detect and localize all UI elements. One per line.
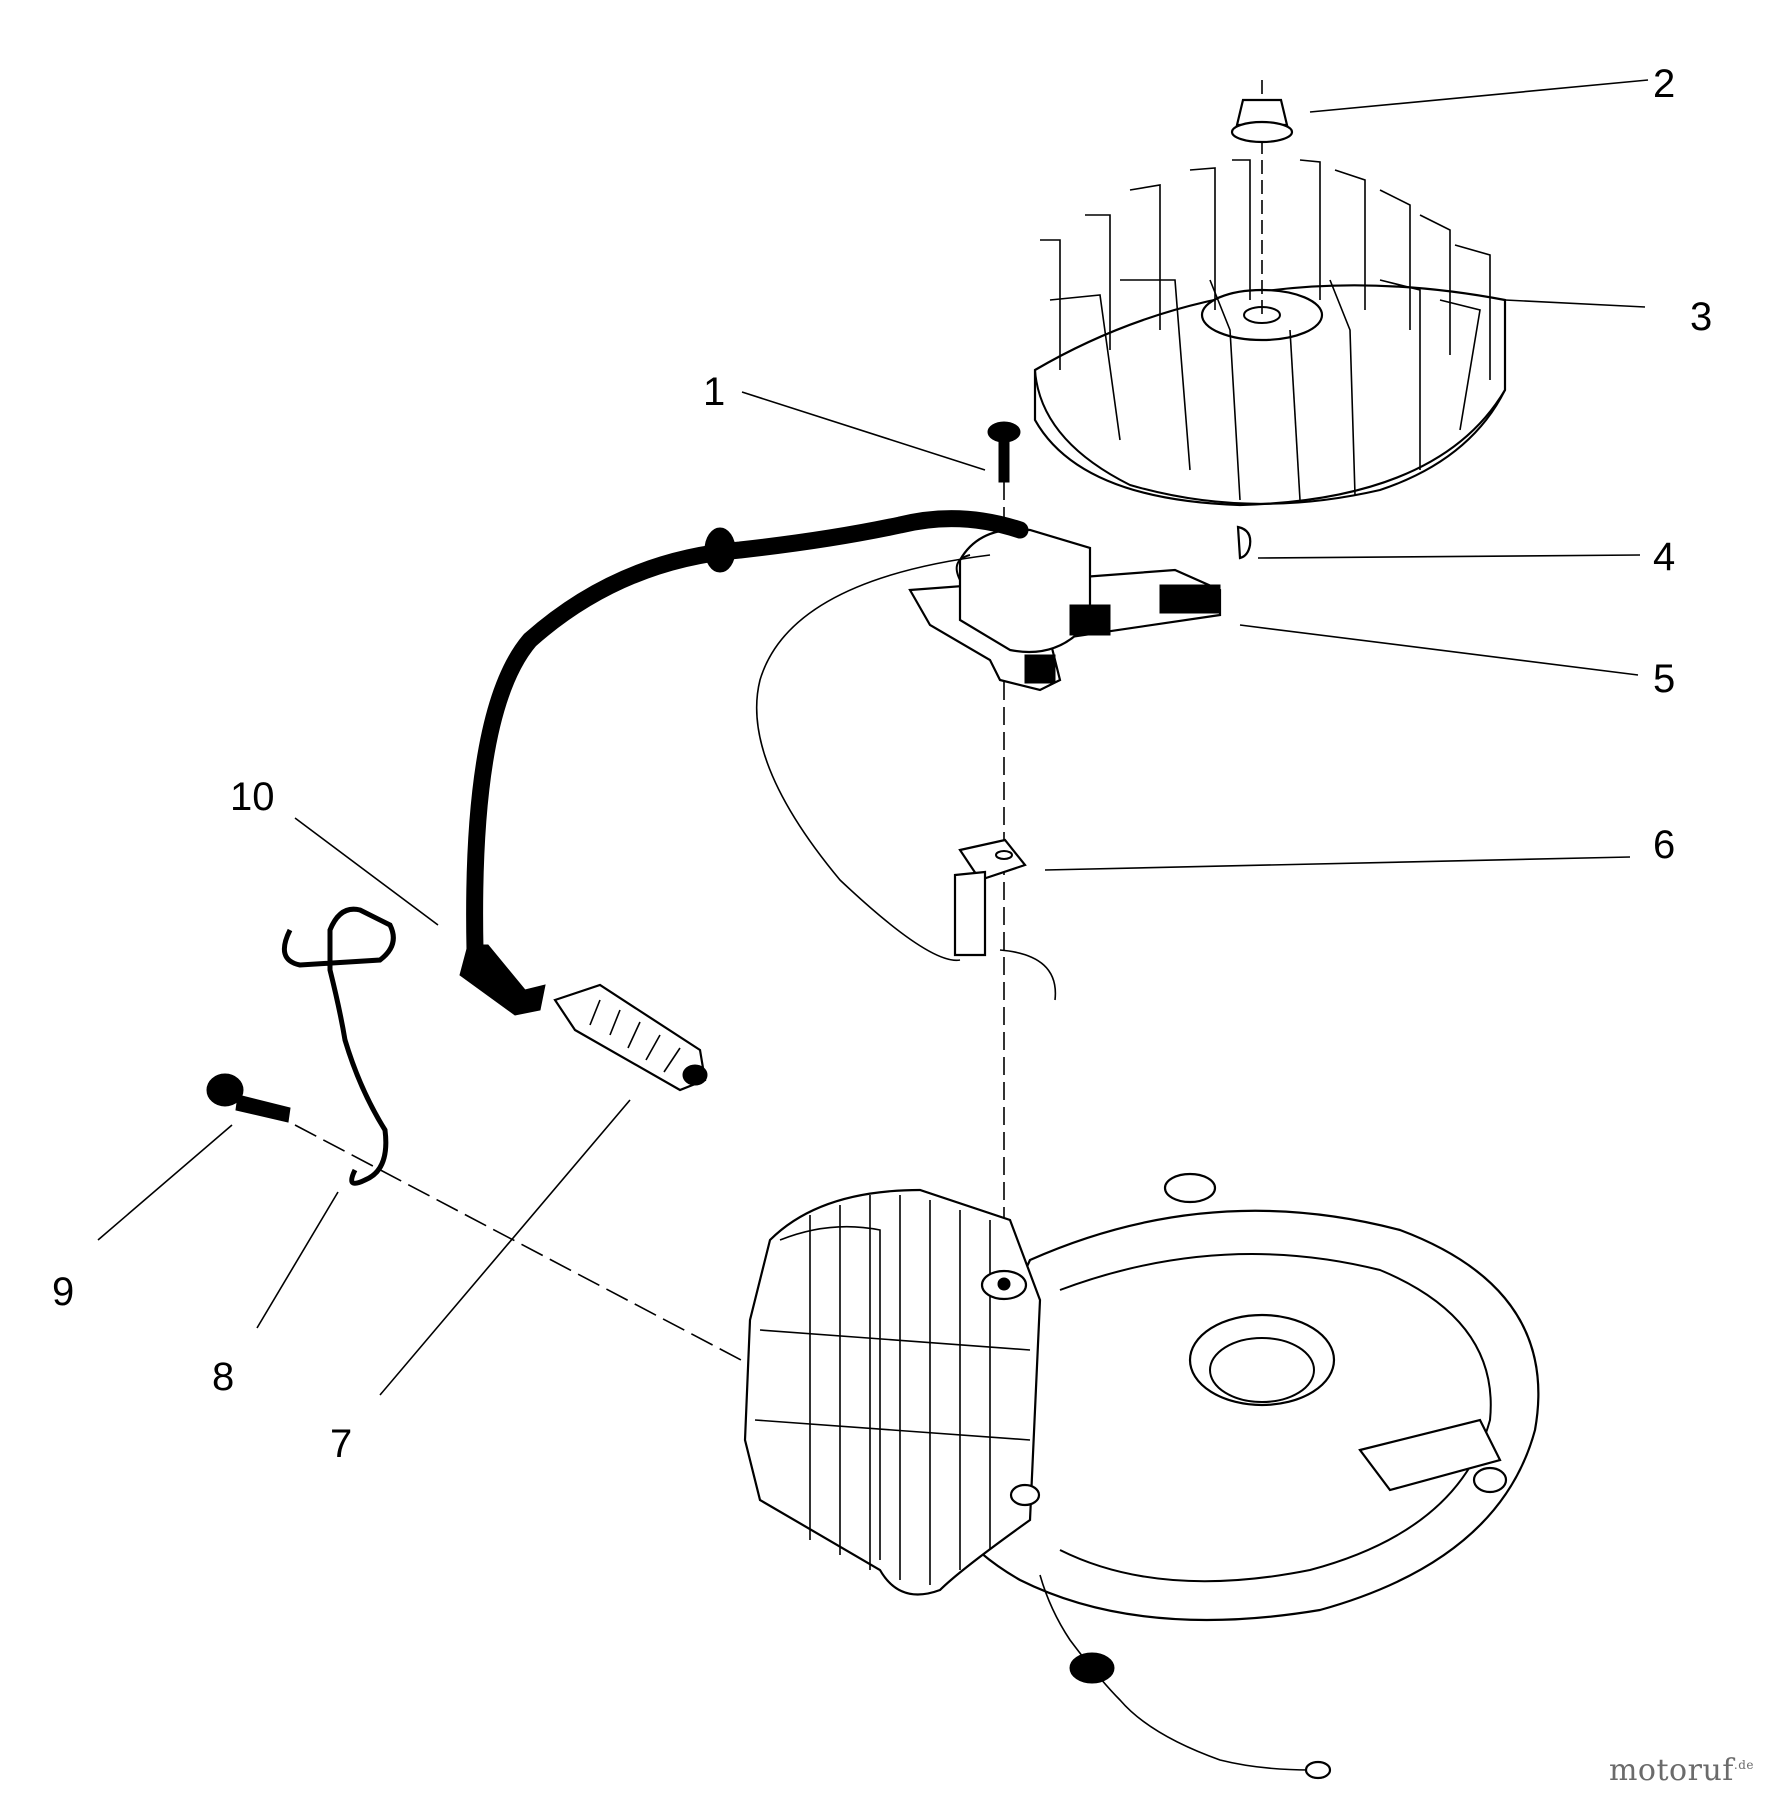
ignition-module xyxy=(908,528,1222,692)
leader-4 xyxy=(1257,554,1641,559)
part-number-6: 6 xyxy=(1653,823,1675,867)
leader-9 xyxy=(97,1124,233,1241)
part-number-8: 8 xyxy=(212,1355,234,1399)
ground-clip xyxy=(953,838,1057,1001)
leader-8 xyxy=(256,1191,339,1329)
part-number-1: 1 xyxy=(703,370,725,414)
part-number-9: 9 xyxy=(52,1270,74,1314)
leader-1 xyxy=(741,391,986,471)
part-number-4: 4 xyxy=(1653,535,1675,579)
flywheel xyxy=(1033,159,1507,507)
spark-plug xyxy=(553,983,708,1092)
leader-6 xyxy=(1044,856,1631,871)
leader-lines xyxy=(97,79,1649,1396)
brand-name: motoruf xyxy=(1608,1753,1734,1788)
part-number-3: 3 xyxy=(1690,295,1712,339)
flywheel-nut xyxy=(1230,80,1294,315)
throttle-link-wire xyxy=(281,906,396,1186)
leader-7 xyxy=(379,1099,631,1396)
part-number-7: 7 xyxy=(330,1422,352,1466)
part-number-5: 5 xyxy=(1653,657,1675,701)
brand-watermark: motoruf.de xyxy=(1609,1753,1754,1788)
leader-2 xyxy=(1309,79,1649,113)
engine-block xyxy=(743,1172,1540,1622)
leader-10 xyxy=(294,817,439,926)
brand-tld: .de xyxy=(1733,1758,1754,1772)
flywheel-key xyxy=(1236,525,1252,560)
stop-switch-wire xyxy=(1039,1574,1332,1780)
part-number-10: 10 xyxy=(230,775,275,819)
leader-3 xyxy=(1504,299,1646,308)
leader-5 xyxy=(1239,624,1639,676)
mounting-bolt xyxy=(206,1073,761,1371)
part-number-2: 2 xyxy=(1653,62,1675,106)
ground-wire xyxy=(755,554,991,962)
spark-plug-lead xyxy=(459,510,1029,1016)
